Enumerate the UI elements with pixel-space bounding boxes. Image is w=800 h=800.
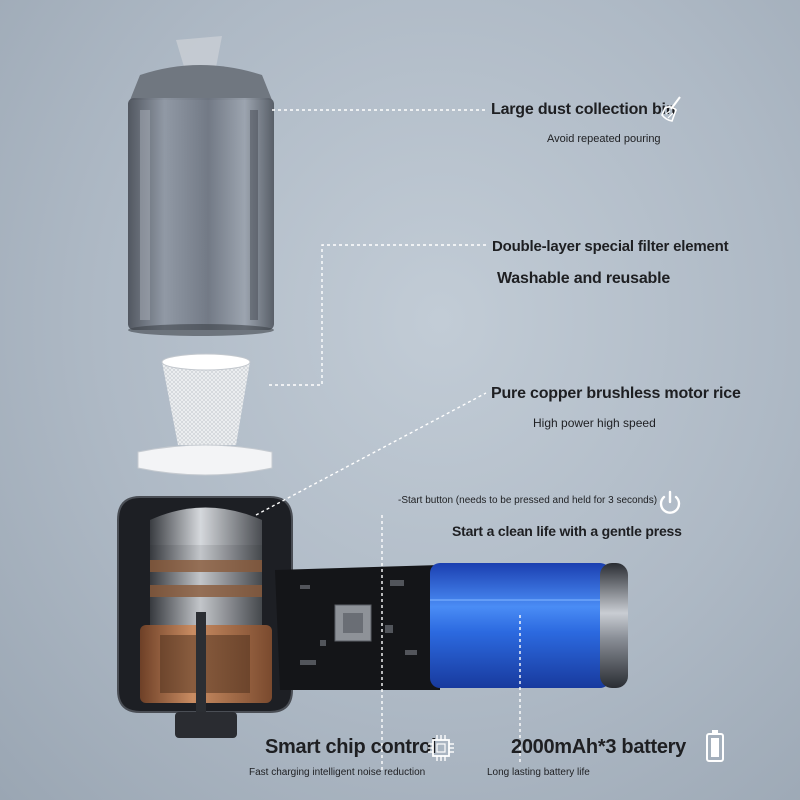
chip-subtitle: Fast charging intelligent noise reductio… xyxy=(249,767,426,778)
motor-title: Pure copper brushless motor rice xyxy=(491,385,741,402)
battery-icon xyxy=(706,730,724,762)
power-icon xyxy=(659,490,681,514)
motor-subtitle: High power high speed xyxy=(533,416,656,430)
motor-assembly xyxy=(117,496,293,738)
dust-bin-subtitle: Avoid repeated pouring xyxy=(547,133,661,145)
filter-subtitle: Washable and reusable xyxy=(497,270,671,287)
battery-title: 2000mAh*3 battery xyxy=(511,736,686,758)
broom-icon xyxy=(661,96,681,122)
filter-element xyxy=(137,353,273,476)
filter-title: Double-layer special filter element xyxy=(492,238,729,255)
dust-bin xyxy=(128,36,274,336)
start-button-note: -Start button (needs to be pressed and h… xyxy=(398,495,658,506)
leader-lines xyxy=(255,109,521,770)
dust-bin-title: Large dust collection bin xyxy=(491,101,676,118)
chip-title: Smart chip control xyxy=(265,736,437,758)
circuit-board xyxy=(275,565,440,690)
chip-icon xyxy=(428,735,454,761)
battery-subtitle: Long lasting battery life xyxy=(487,767,590,778)
start-title: Start a clean life with a gentle press xyxy=(452,523,682,539)
battery-pack xyxy=(430,563,628,688)
